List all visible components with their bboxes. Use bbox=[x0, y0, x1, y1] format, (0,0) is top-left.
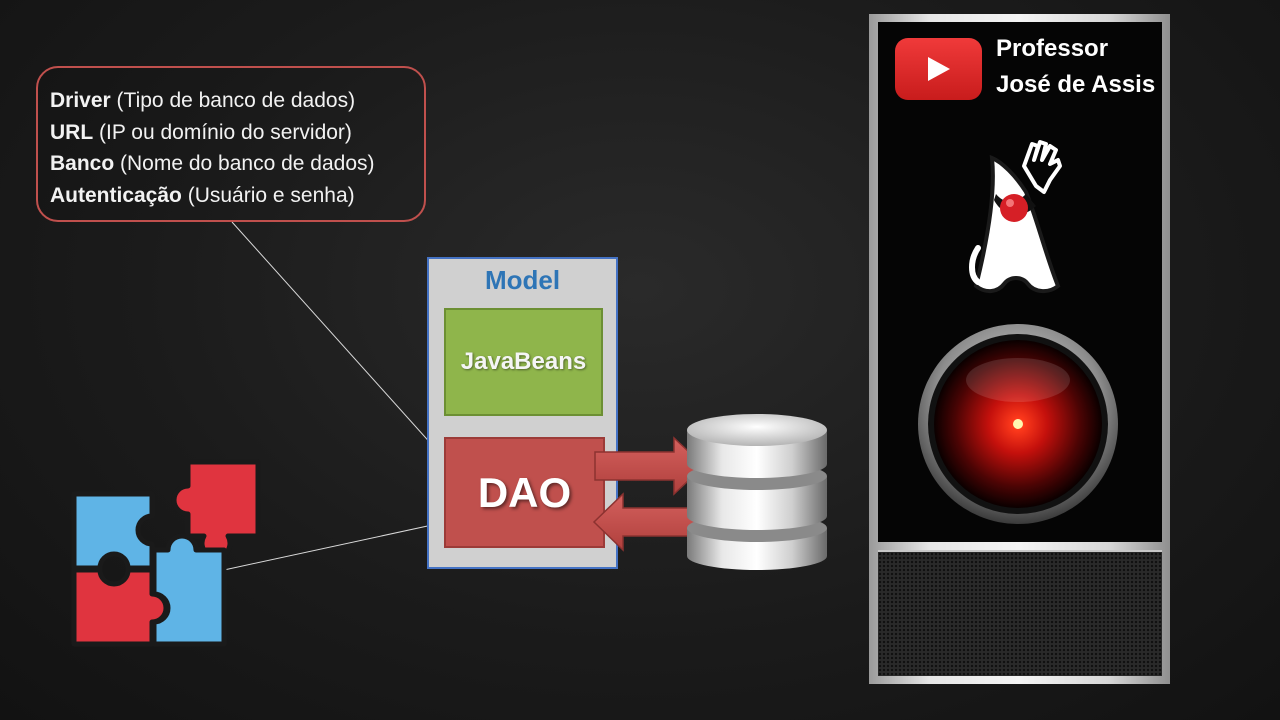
url-term: URL bbox=[50, 120, 94, 144]
left-arrow bbox=[592, 492, 699, 552]
callout-row-driver: Driver (Tipo de banco de dados) bbox=[50, 85, 424, 117]
callout-connector-line bbox=[231, 221, 461, 477]
callout-row-autenticacao: Autenticação (Usuário e senha) bbox=[50, 180, 424, 212]
callout-row-banco: Banco (Nome do banco de dados) bbox=[50, 148, 424, 180]
banco-desc: (Nome do banco de dados) bbox=[114, 152, 375, 175]
puzzle-piece-blue-right bbox=[151, 533, 227, 647]
puzzle-piece-blue-left bbox=[71, 491, 155, 571]
autenticacao-desc: (Usuário e senha) bbox=[181, 183, 355, 207]
url-desc: (IP ou domínio do servidor) bbox=[93, 120, 352, 144]
autenticacao-term: Autenticação bbox=[50, 183, 182, 207]
youtube-icon[interactable] bbox=[895, 38, 982, 100]
javabeans-block: JavaBeans bbox=[444, 308, 603, 416]
banco-term: Banco bbox=[50, 152, 115, 175]
callout-row-url: URL (IP ou domínio do servidor) bbox=[50, 117, 424, 149]
speaker-grille bbox=[878, 550, 1162, 676]
hal-9000-eye-icon bbox=[918, 324, 1118, 524]
driver-desc: (Tipo de banco de dados) bbox=[110, 89, 356, 112]
professor-name: José de Assis bbox=[996, 71, 1156, 98]
driver-term: Driver bbox=[50, 89, 111, 112]
model-layer-box: Model JavaBeans DAO bbox=[427, 257, 618, 569]
play-icon bbox=[928, 57, 950, 81]
professor-label: Professor bbox=[996, 35, 1109, 62]
dao-block: DAO bbox=[444, 437, 605, 548]
duke-java-mascot-icon bbox=[969, 140, 1062, 293]
model-title: Model bbox=[484, 265, 561, 295]
puzzle-pieces-icon bbox=[71, 459, 261, 647]
puzzle-piece-red-top bbox=[171, 459, 261, 560]
two-way-arrows-icon bbox=[592, 436, 706, 552]
connection-info-callout: Driver (Tipo de banco de dados) URL (IP … bbox=[36, 66, 426, 222]
database-icon bbox=[687, 414, 827, 570]
